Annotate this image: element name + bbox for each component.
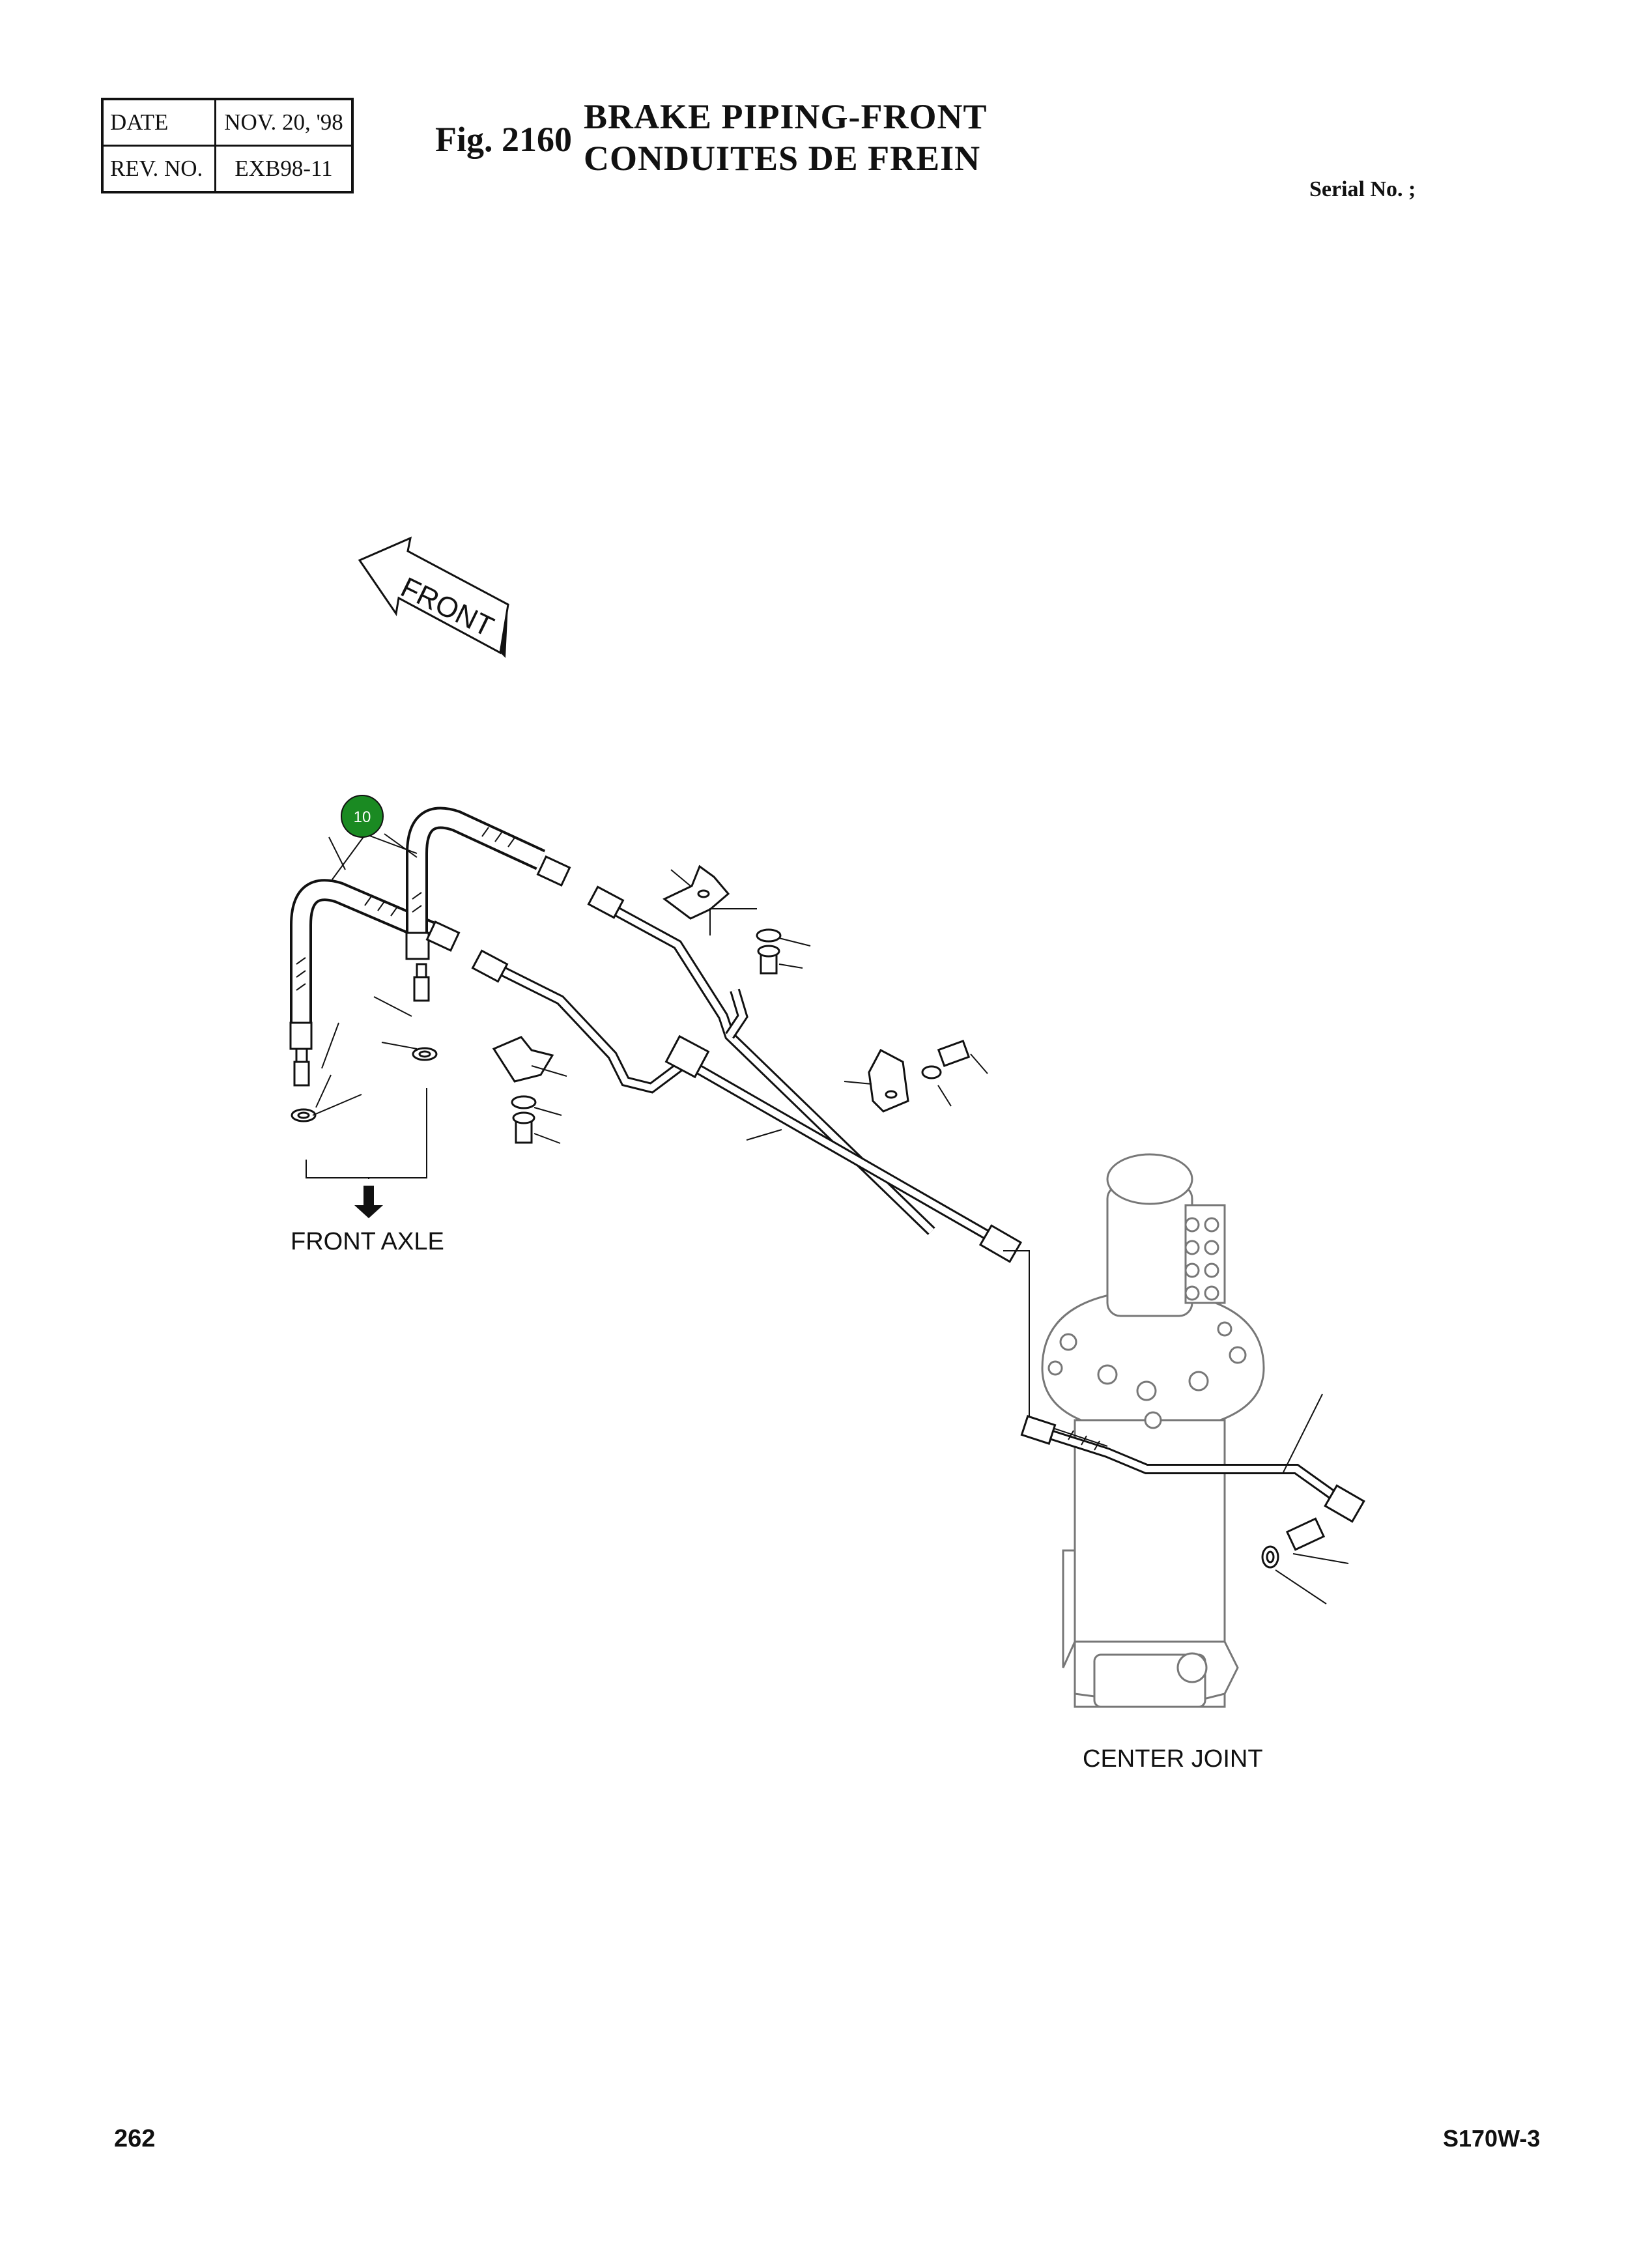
callout-number: 10: [354, 808, 371, 826]
front-arrow: FRONT: [358, 536, 509, 658]
revision-table: DATE NOV. 20, '98 REV. NO. EXB98-11: [101, 98, 354, 193]
title-english: BRAKE PIPING-FRONT: [584, 97, 988, 136]
center-joint-body: [1041, 1153, 1265, 1708]
figure-number: Fig. 2160: [435, 120, 572, 159]
pipe-fittings: [471, 885, 1023, 1263]
clamp-bracket-upper: [662, 864, 782, 975]
front-axle-leaders: [306, 833, 427, 1179]
date-value: NOV. 20, '98: [214, 98, 354, 147]
fitting-group-left: [289, 855, 571, 1122]
rev-value: EXB98-11: [214, 145, 354, 193]
part-callout-10[interactable]: 10: [332, 795, 418, 880]
front-axle-arrow: [354, 1186, 383, 1218]
title-french: CONDUITES DE FREIN: [584, 139, 981, 178]
front-axle-label: FRONT AXLE: [291, 1228, 444, 1255]
brake-hose-left: [290, 806, 546, 1023]
center-fittings: [1020, 1415, 1365, 1569]
clamp-bracket-right: [868, 1040, 971, 1113]
model-number: S170W-3: [1443, 2125, 1541, 2152]
rev-label: REV. NO.: [101, 145, 216, 193]
center-joint-label: CENTER JOINT: [1083, 1745, 1263, 1773]
clamp-bracket-middle: [492, 1036, 554, 1144]
page-number: 262: [114, 2125, 156, 2152]
center-leaders: [1003, 1250, 1349, 1605]
date-label: DATE: [101, 98, 216, 147]
bracket-leaders: [531, 869, 988, 1144]
brake-hose-center: [1034, 1425, 1345, 1506]
serial-number: Serial No. ;: [1309, 177, 1416, 201]
brake-pipe-steel: [492, 900, 1006, 1249]
